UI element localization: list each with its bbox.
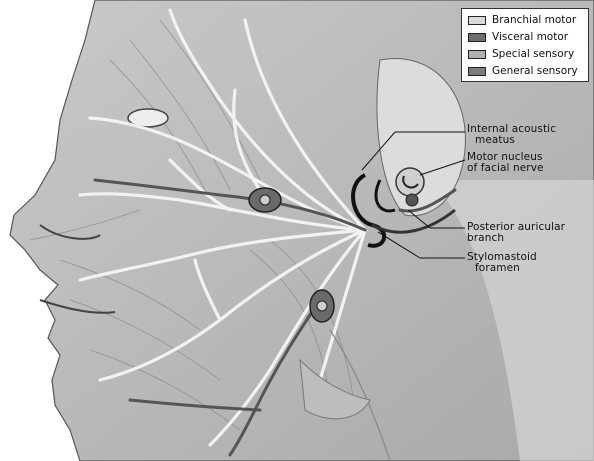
legend-swatch-branchial-motor (468, 16, 486, 25)
legend-label: Special sensory (492, 48, 574, 60)
ganglion-lower (310, 290, 334, 322)
legend-item-branchial-motor: Branchial motor (468, 13, 576, 27)
label-motor-nucleus-line2: of facial nerve (467, 163, 544, 174)
legend-swatch-visceral-motor (468, 33, 486, 42)
legend-item-special-sensory: Special sensory (468, 47, 574, 61)
legend-item-general-sensory: General sensory (468, 64, 578, 78)
legend-item-visceral-motor: Visceral motor (468, 30, 568, 44)
legend-swatch-general-sensory (468, 67, 486, 76)
legend-label: General sensory (492, 65, 578, 77)
legend: Branchial motor Visceral motor Special s… (461, 8, 589, 82)
label-stylomastoid-line2: foramen (475, 263, 520, 274)
ganglion-upper (249, 188, 281, 212)
legend-label: Visceral motor (492, 31, 568, 43)
legend-label: Branchial motor (492, 14, 576, 26)
label-posterior-auricular-line2: branch (467, 233, 504, 244)
legend-swatch-special-sensory (468, 50, 486, 59)
label-internal-acoustic-line2: meatus (475, 135, 515, 146)
